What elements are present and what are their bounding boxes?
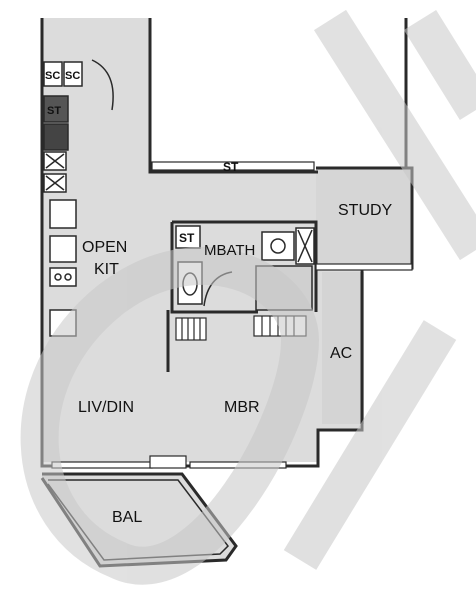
counter-box-1: [49, 199, 77, 229]
wardrobe-right-slats: [261, 316, 295, 336]
hob-box: [49, 267, 77, 287]
wardrobe-left: [175, 317, 207, 341]
washer-cross: [45, 153, 65, 169]
label-mbath: MBATH: [204, 242, 255, 259]
mbath-top-wall: [172, 220, 318, 312]
wardrobe-left-slats: [181, 318, 201, 340]
label-mbr: MBR: [224, 399, 260, 416]
hob-burner-1: [54, 273, 62, 281]
label-liv-din: LIV/DIN: [78, 399, 134, 416]
watermark-letter-n: [283, 9, 476, 570]
dryer-cross: [45, 175, 65, 191]
label-open-kit-line1: OPEN: [82, 239, 127, 256]
shower-cross: [297, 229, 313, 263]
corridor-wall-top: [148, 18, 318, 174]
label-open-kit-line2: KIT: [94, 261, 119, 278]
st-box-kitchen: [43, 95, 69, 123]
tag-sc-left: SC: [45, 70, 60, 82]
study-floor: [316, 168, 412, 268]
ac-ledge-floor: [322, 272, 364, 424]
basin: [270, 238, 286, 254]
counter-box-2: [49, 235, 77, 263]
hob-burner-2: [64, 273, 72, 281]
tag-sc-right: SC: [65, 70, 80, 82]
fridge-box: [43, 123, 69, 151]
tag-st-kitchen: ST: [47, 105, 61, 117]
room-labels: OPEN KIT LIV/DIN MBR MBATH STUDY AC BAL: [78, 202, 393, 526]
label-bal: BAL: [112, 509, 142, 526]
tag-st-corridor: ST: [223, 160, 239, 174]
tags: SC SC ST ST ST: [45, 70, 239, 245]
watermark-letter-o: [20, 246, 320, 585]
kitchen-door-swing: [91, 59, 114, 111]
label-study: STUDY: [338, 202, 393, 219]
watermark: ON: [20, 9, 476, 585]
sliding-door: [149, 455, 187, 469]
bath-fixture-top: [261, 231, 295, 261]
label-ac: AC: [330, 345, 352, 362]
sc-box-right: [63, 61, 83, 87]
corridor-shelf-strip: [151, 161, 315, 171]
window-living-bottom: [51, 461, 153, 469]
tag-st-bath: ST: [179, 231, 195, 245]
window-study-bottom: [315, 263, 413, 271]
sc-box-left: [43, 61, 63, 87]
